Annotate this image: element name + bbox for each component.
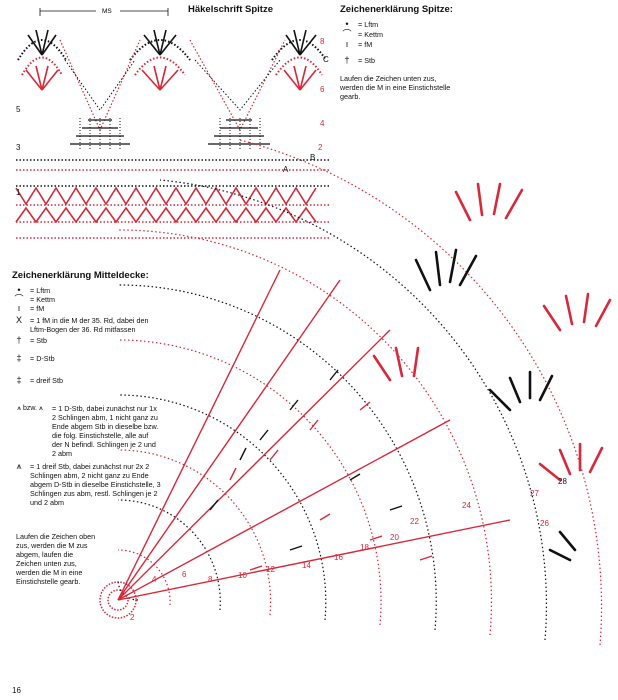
- legend-row: ⌒ = Kettm: [340, 29, 382, 40]
- legend-row: † = Stb: [340, 55, 375, 66]
- round-number: 27: [530, 489, 539, 498]
- round-number: 24: [462, 501, 471, 510]
- double-crochet-icon: †: [344, 55, 350, 65]
- lace-chart: MS: [0, 0, 330, 250]
- round-number: 26: [540, 519, 549, 528]
- row-label-left: 3: [16, 143, 21, 152]
- treble-crochet-icon: ‡: [16, 353, 22, 363]
- round-number: 10: [238, 571, 247, 580]
- doily-chart: 2 4 6 8 10 12 14 16 18 20 22 24 26 27 28: [90, 80, 618, 690]
- round-number: 14: [302, 561, 311, 570]
- cluster-stitch-icon: ⩚ bzw. ⩚: [17, 405, 43, 412]
- row-label-right: B: [310, 153, 315, 162]
- round-number: 2: [130, 613, 135, 622]
- row-label-left: 1: [16, 188, 21, 197]
- row-label-left: 5: [16, 105, 21, 114]
- round-number: 4: [152, 575, 157, 584]
- legend-row: ı = fM: [340, 39, 372, 50]
- row-label-right: 2: [318, 143, 323, 152]
- row-label-right: 8: [320, 37, 325, 46]
- legend-row: ⌒ = Kettm: [12, 294, 54, 305]
- lace-legend: Zeichenerklärung Spitze: • = Lftm ⌒ = Ke…: [340, 4, 490, 114]
- doily-chart-graphic: 2 4 6 8 10 12 14 16 18 20 22 24 26 27 28: [99, 139, 612, 646]
- row-label-right: A: [283, 165, 289, 174]
- lace-note: Laufen die Zeichen unten zus, werden die…: [340, 74, 451, 101]
- page-number: 16: [12, 686, 21, 695]
- round-number: 16: [334, 553, 343, 562]
- center-note: Laufen die Zeichen oben zus, werden die …: [16, 532, 96, 586]
- round-number: 6: [182, 570, 187, 579]
- round-number: 12: [266, 565, 275, 574]
- legend-row: ı = fM: [12, 303, 44, 314]
- x-stitch-icon: X: [15, 315, 22, 325]
- legend-row: X = 1 fM in die M der 35. Rd, dabei den …: [12, 315, 162, 335]
- lace-chart-graphic: MS: [15, 8, 330, 239]
- legend-row: • = Lftm: [340, 19, 378, 30]
- row-label-right: C: [323, 55, 329, 64]
- round-number: 20: [390, 533, 399, 542]
- row-label-right: 6: [320, 85, 325, 94]
- round-number: 18: [360, 543, 369, 552]
- single-crochet-icon: ı: [17, 303, 21, 313]
- legend-row: • = Lftm: [12, 285, 50, 296]
- single-crochet-icon: ı: [345, 39, 349, 49]
- legend-row: ⩚ bzw. ⩚ = 1 D-Stb, dabei zunächst nur 1…: [12, 404, 172, 458]
- slip-stitch-icon: ⌒: [14, 294, 24, 304]
- lace-legend-title: Zeichenerklärung Spitze:: [340, 4, 453, 15]
- ms-label: MS: [102, 8, 112, 15]
- center-legend-title: Zeichenerklärung Mitteldecke:: [12, 270, 149, 281]
- chain-stitch-icon: •: [345, 19, 349, 29]
- double-crochet-icon: †: [16, 335, 22, 345]
- row-label-right: 4: [320, 119, 325, 128]
- legend-row: ⩚ = 1 dreif Stb, dabei zunächst nur 2x 2…: [12, 461, 172, 508]
- legend-row: ‡ = dreif Stb: [12, 375, 62, 386]
- round-number: 22: [410, 517, 419, 526]
- legend-row: ‡ = D-Stb: [12, 353, 54, 364]
- round-number: 28: [558, 477, 567, 486]
- round-number: 8: [208, 575, 213, 584]
- slip-stitch-icon: ⌒: [342, 29, 352, 39]
- triple-treble-icon: ‡: [16, 375, 22, 385]
- legend-row: † = Stb: [12, 335, 47, 346]
- lace-title: Häkelschrift Spitze: [188, 4, 273, 15]
- chain-stitch-icon: •: [17, 285, 21, 295]
- center-legend: Zeichenerklärung Mitteldecke: • = Lftm ⌒…: [12, 270, 172, 586]
- cluster-stitch-icon: ⩚: [16, 461, 22, 471]
